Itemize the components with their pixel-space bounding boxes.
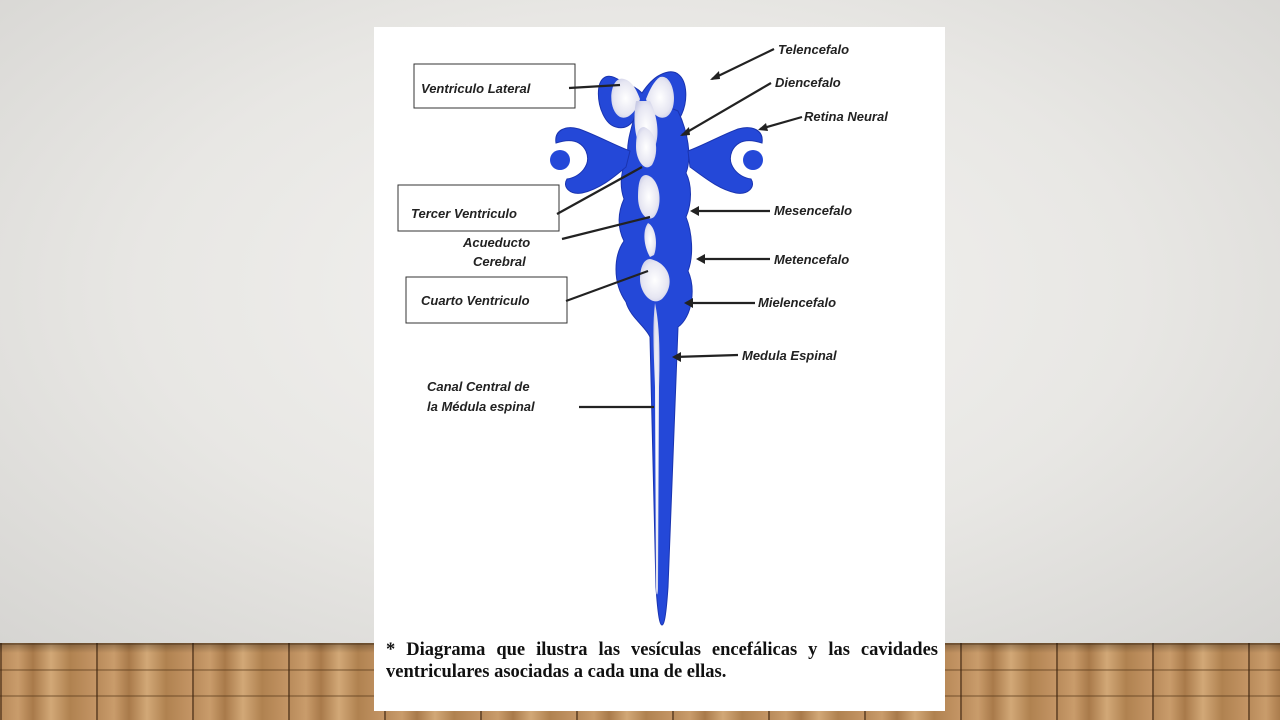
brain-vesicles-diagram: Ventriculo Lateral Tercer Ventriculo Acu… xyxy=(397,42,888,626)
label-cuarto-ventriculo: Cuarto Ventriculo xyxy=(421,293,530,308)
label-mesencefalo: Mesencefalo xyxy=(774,203,852,218)
label-acueducto-line2: Cerebral xyxy=(473,254,526,269)
label-metencefalo: Metencefalo xyxy=(774,252,849,267)
left-lens-dot xyxy=(550,150,570,170)
box-tercer-ventriculo xyxy=(397,184,560,232)
diagram-caption: * Diagrama que ilustra las vesículas enc… xyxy=(386,640,938,682)
label-acueducto-line1: Acueducto xyxy=(462,235,530,250)
label-mielencefalo: Mielencefalo xyxy=(758,295,836,310)
neural-tube-tissue xyxy=(555,71,763,626)
label-retina-neural: Retina Neural xyxy=(804,109,888,124)
label-canal-line2: la Médula espinal xyxy=(427,399,535,414)
right-lens-dot xyxy=(743,150,763,170)
label-ventriculo-lateral: Ventriculo Lateral xyxy=(421,81,531,96)
label-canal-line1: Canal Central de xyxy=(427,379,530,394)
slide-content: Ventriculo Lateral Tercer Ventriculo Acu… xyxy=(374,27,945,711)
ventricular-cavities xyxy=(611,76,674,595)
label-telencefalo: Telencefalo xyxy=(778,42,849,57)
box-ventriculo-lateral xyxy=(413,63,576,109)
label-medula-espinal: Medula Espinal xyxy=(742,348,837,363)
arrowheads xyxy=(672,71,768,362)
label-diencefalo: Diencefalo xyxy=(775,75,841,90)
leader-lines xyxy=(556,48,803,409)
label-tercer-ventriculo: Tercer Ventriculo xyxy=(411,206,517,221)
